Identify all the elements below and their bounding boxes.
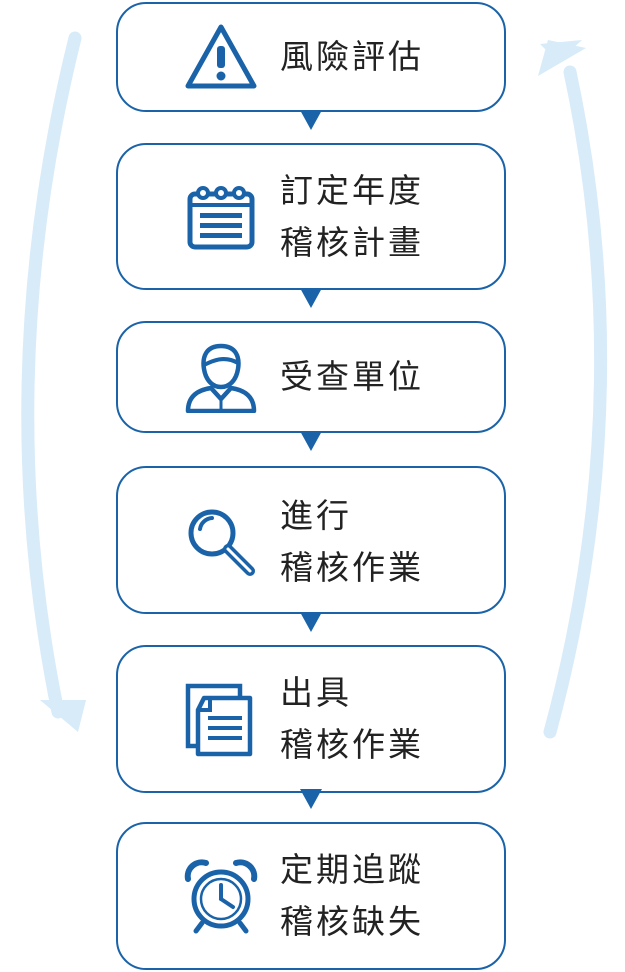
down-connector [300, 789, 322, 809]
step-label-line: 出具 [280, 673, 352, 712]
step-conduct-audit: 進行 稽核作業 [116, 466, 506, 614]
step-label: 進行 稽核作業 [280, 490, 424, 594]
step-label-line: 稽核作業 [280, 548, 424, 587]
step-risk-assessment: 風險評估 [116, 2, 506, 112]
step-follow-up: 定期追蹤 稽核缺失 [116, 822, 506, 970]
calendar-icon [182, 177, 260, 255]
warning-icon [182, 18, 260, 96]
down-connector [300, 288, 322, 308]
step-label: 風險評估 [280, 31, 424, 83]
right-arc-arrowhead-tip [538, 40, 586, 76]
step-label: 訂定年度 稽核計畫 [280, 165, 424, 269]
step-label-line: 受查單位 [280, 357, 424, 396]
step-issue-report: 出具 稽核作業 [116, 645, 506, 793]
step-label-line: 進行 [280, 496, 352, 535]
step-label-line: 稽核作業 [280, 725, 424, 764]
step-label-line: 訂定年度 [280, 171, 424, 210]
step-label: 受查單位 [280, 351, 424, 403]
step-label: 定期追蹤 稽核缺失 [280, 844, 424, 948]
down-connector [300, 110, 322, 130]
step-label-line: 稽核缺失 [280, 902, 424, 941]
step-label-line: 稽核計畫 [280, 223, 424, 262]
step-label-line: 風險評估 [280, 37, 424, 76]
person-icon [182, 338, 260, 416]
step-audited-unit: 受查單位 [116, 321, 506, 433]
right-cycle-arc [543, 65, 608, 739]
left-cycle-arc [21, 31, 82, 719]
down-connector [300, 431, 322, 451]
step-annual-audit-plan: 訂定年度 稽核計畫 [116, 143, 506, 290]
left-arc-arrowhead [40, 700, 86, 732]
document-icon [182, 681, 260, 759]
step-label: 出具 稽核作業 [280, 667, 424, 771]
down-connector [300, 612, 322, 632]
step-label-line: 定期追蹤 [280, 850, 424, 889]
magnifier-icon [182, 503, 260, 581]
alarm-clock-icon [182, 858, 260, 936]
